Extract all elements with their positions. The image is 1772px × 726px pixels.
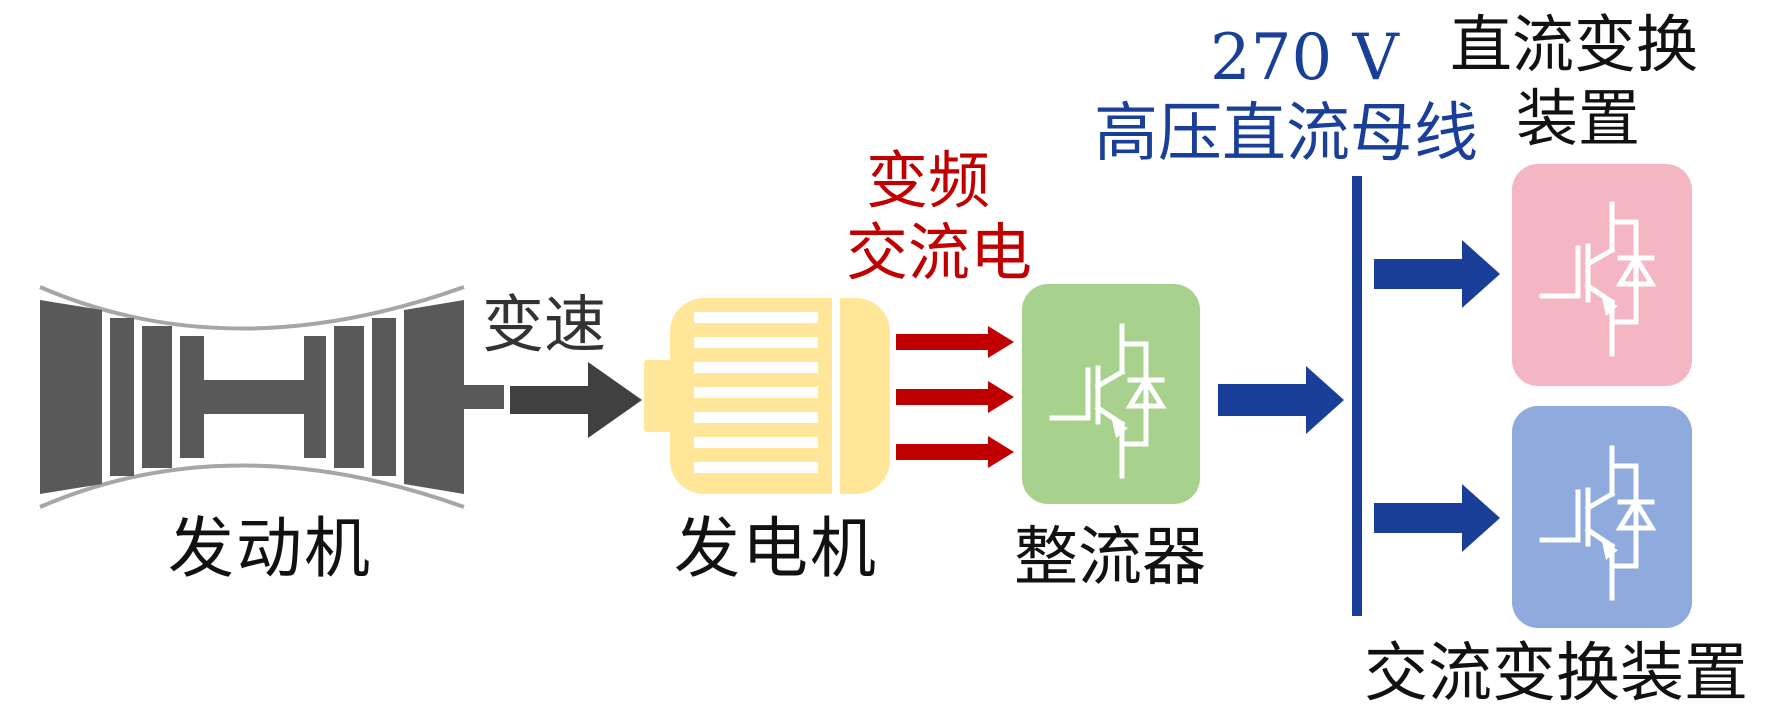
turbine-engine-icon	[39, 285, 504, 509]
dc-bus-bar	[1352, 176, 1362, 616]
dc-converter-block	[1512, 164, 1692, 386]
engine-label: 发动机	[168, 510, 372, 587]
ac-converter-arrow	[1374, 484, 1500, 552]
ac-arrow-2	[896, 381, 1014, 413]
generator-label: 发电机	[674, 510, 878, 587]
electric-motor-icon	[644, 298, 890, 494]
bus-voltage-label: 270 V	[1210, 21, 1399, 95]
dc-converter-label-line1: 直流变换	[1450, 8, 1699, 81]
ac-output-arrows	[896, 326, 1014, 468]
bus-output-arrows	[1374, 240, 1500, 552]
ac-arrow-1	[896, 326, 1014, 358]
rectifier-label: 整流器	[1014, 521, 1206, 595]
ac-converter-block	[1512, 406, 1692, 628]
dc-converter-arrow	[1374, 240, 1500, 308]
dc-arrow-to-bus	[1218, 366, 1344, 434]
rectifier-block	[1022, 284, 1200, 504]
vf-ac-label-line2: 交流电	[846, 216, 1033, 289]
dc-converter-label-line2: 装置	[1516, 82, 1641, 155]
speed-change-arrow	[510, 362, 642, 438]
ac-converter-label: 交流变换装置	[1364, 637, 1748, 711]
speed-change-label: 变速	[482, 288, 607, 361]
bus-name-label: 高压直流母线	[1094, 97, 1478, 171]
ac-arrow-3	[896, 436, 1014, 468]
vf-ac-label-line1: 变频	[866, 144, 991, 217]
